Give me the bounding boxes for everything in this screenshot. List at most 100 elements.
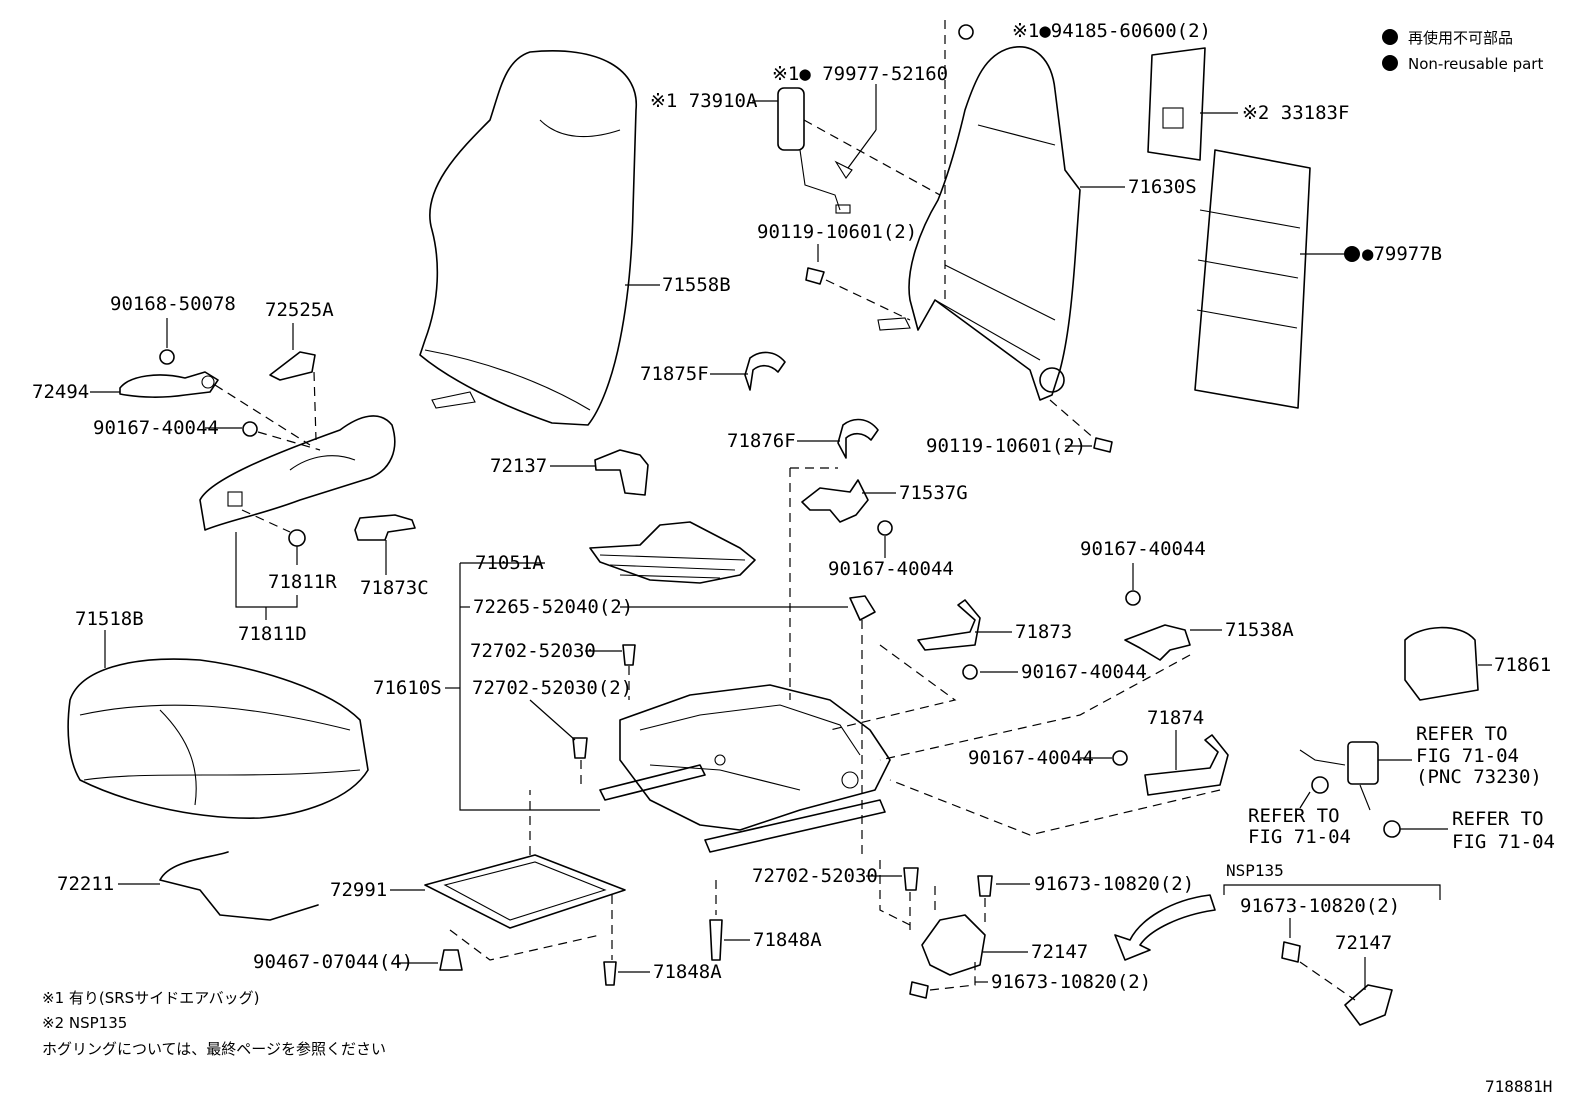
- figure-id: 718881H: [1485, 1077, 1552, 1096]
- bracket-71537g[interactable]: [801, 479, 869, 523]
- seatback-cover-71558b[interactable]: [419, 50, 637, 426]
- label-72702-a: 72702-52030: [470, 640, 596, 662]
- label-90167-71873: 90167-40044: [1021, 661, 1147, 683]
- bolt-91673-c-icon[interactable]: [909, 981, 929, 999]
- bracket-72147-b[interactable]: [1344, 984, 1393, 1026]
- clip-71811r-icon[interactable]: [288, 529, 306, 547]
- label-71873: 71873: [1015, 621, 1072, 643]
- pad-33183f[interactable]: [1147, 47, 1206, 161]
- refer-2-line-2: FIG 71-04: [1248, 826, 1351, 848]
- label-72265: 72265-52040(2): [473, 596, 633, 618]
- label-90119-lower: 90119-10601(2): [926, 435, 1086, 457]
- label-71861: 71861: [1494, 654, 1551, 676]
- clip-79977-52160-icon[interactable]: [834, 160, 853, 179]
- label-71875f: 71875F: [640, 363, 709, 385]
- seat-spring-71051a[interactable]: [589, 521, 756, 584]
- label-90167-left: 90167-40044: [93, 417, 219, 439]
- screw-90167-71874-icon[interactable]: [1112, 750, 1128, 766]
- headrest-71861[interactable]: [1404, 626, 1479, 701]
- label-72147-a: 72147: [1031, 941, 1088, 963]
- label-71518b: 71518B: [75, 608, 144, 630]
- stud-71848a-a-icon[interactable]: [709, 919, 723, 961]
- wire-72211[interactable]: [159, 851, 319, 921]
- pan-72991[interactable]: [424, 854, 626, 929]
- side-airbag-73910a[interactable]: [777, 87, 851, 214]
- note-3: ホグリングについては、最終ページを参照ください: [42, 1040, 386, 1058]
- bracket-72494[interactable]: [119, 371, 219, 398]
- label-71876f: 71876F: [727, 430, 796, 452]
- note-2: ※2 NSP135: [42, 1014, 127, 1032]
- label-nsp135: NSP135: [1226, 861, 1284, 880]
- label-71610s: 71610S: [373, 677, 442, 699]
- bolt-90119-lower-icon[interactable]: [1093, 437, 1113, 453]
- label-90167-center: 90167-40044: [828, 558, 954, 580]
- label-79977b: ●79977B: [1362, 243, 1442, 265]
- label-71811r: 71811R: [268, 571, 337, 593]
- label-73910a: ※1 73910A: [650, 90, 758, 112]
- label-71051a: 71051A: [475, 552, 544, 574]
- refer-3-line-1: REFER TO: [1452, 808, 1544, 830]
- bolt-72702-c-icon[interactable]: [903, 867, 919, 891]
- label-79977-52160: ※1● 79977-52160: [772, 63, 948, 85]
- non-reusable-dot-icon: [1382, 29, 1398, 45]
- screw-90167-71873-icon[interactable]: [962, 664, 978, 680]
- armrest-71811d[interactable]: [199, 415, 396, 531]
- label-72137: 72137: [490, 455, 547, 477]
- cover-72525a[interactable]: [269, 351, 316, 381]
- cover-72137[interactable]: [594, 449, 649, 496]
- refer-1-line-1: REFER TO: [1416, 723, 1508, 745]
- hook-72265-icon[interactable]: [849, 595, 876, 621]
- seatback-frame-71630s[interactable]: [877, 46, 1081, 401]
- label-90467: 90467-07044(4): [253, 951, 413, 973]
- bracket-71873c[interactable]: [354, 514, 416, 541]
- clip-71875f[interactable]: [744, 351, 786, 391]
- label-72211: 72211: [57, 873, 114, 895]
- label-90119-upper: 90119-10601(2): [757, 221, 917, 243]
- non-reusable-dot-icon: [1382, 55, 1398, 71]
- label-71874: 71874: [1147, 707, 1204, 729]
- label-72494: 72494: [32, 381, 89, 403]
- bolt-90119-upper-icon[interactable]: [805, 267, 825, 285]
- label-71848a-b: 71848A: [653, 961, 722, 983]
- bracket-72147-a[interactable]: [921, 914, 986, 976]
- label-91673-b: 91673-10820(2): [1240, 895, 1400, 917]
- label-94185: ※1●94185-60600(2): [1012, 20, 1211, 42]
- seat-cushion-frame-71610s[interactable]: [599, 684, 891, 853]
- screw-90167-71538a-icon[interactable]: [1125, 590, 1141, 606]
- bolt-91673-a-icon[interactable]: [977, 875, 993, 897]
- stud-71848a-b-icon[interactable]: [603, 961, 617, 986]
- label-71558b: 71558B: [662, 274, 731, 296]
- refer-2-line-1: REFER TO: [1248, 805, 1340, 827]
- bolt-72702-a-icon[interactable]: [622, 644, 636, 666]
- screw-90168-icon[interactable]: [159, 349, 175, 365]
- label-71848a-a: 71848A: [753, 929, 822, 951]
- seat-cushion-cover-71518b[interactable]: [67, 658, 369, 819]
- label-72702-b: 72702-52030(2): [472, 677, 632, 699]
- seat-belt-buckle[interactable]: [1299, 741, 1401, 838]
- bolt-91673-b-icon[interactable]: [1281, 941, 1301, 963]
- legend-ja: 再使用不可部品: [1408, 29, 1513, 47]
- label-71538a: 71538A: [1225, 619, 1294, 641]
- label-71537g: 71537G: [899, 482, 968, 504]
- bolt-72702-b-icon[interactable]: [572, 737, 588, 759]
- non-reusable-dot-icon: [1344, 246, 1360, 262]
- label-72991: 72991: [330, 879, 387, 901]
- screw-90167-center-icon[interactable]: [877, 520, 893, 536]
- label-71811d: 71811D: [238, 623, 307, 645]
- nut-94185-icon[interactable]: [958, 24, 974, 40]
- refer-1-line-2: FIG 71-04: [1416, 745, 1519, 767]
- bracket-71538a[interactable]: [1124, 624, 1191, 661]
- screw-90167-left-icon[interactable]: [242, 421, 258, 437]
- label-90167-71874: 90167-40044: [968, 747, 1094, 769]
- clip-71876f[interactable]: [837, 418, 879, 459]
- bracket-71874[interactable]: [1144, 734, 1229, 796]
- refer-3-line-2: FIG 71-04: [1452, 831, 1555, 853]
- clip-90467-icon[interactable]: [439, 949, 463, 971]
- bracket-71873[interactable]: [917, 599, 981, 651]
- label-71873c: 71873C: [360, 577, 429, 599]
- pad-79977b[interactable]: [1194, 149, 1311, 409]
- note-1: ※1 有り(SRSサイドエアバッグ): [42, 989, 259, 1007]
- refer-1-line-3: (PNC 73230): [1416, 766, 1542, 788]
